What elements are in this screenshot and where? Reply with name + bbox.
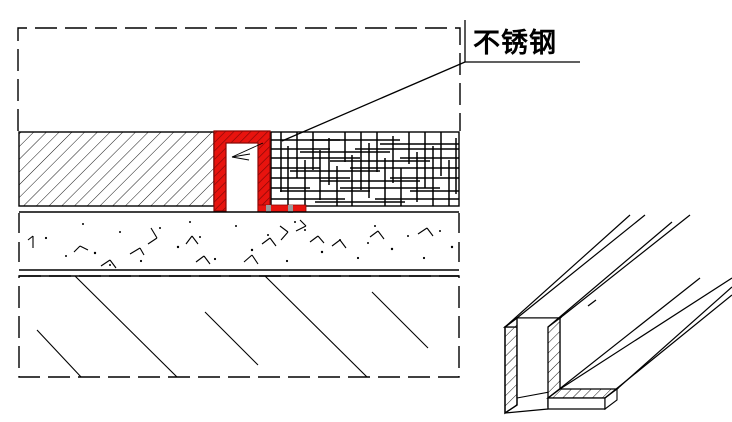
stainless-steel-callout-label: 不锈钢 — [473, 28, 557, 59]
left-board-layer — [18, 131, 215, 207]
channel-base-plate — [257, 204, 307, 213]
substrate-diagonals — [36, 276, 429, 377]
concrete-chevrons — [27, 219, 434, 269]
concrete-aggregate-dots — [44, 221, 454, 266]
isometric-detail-view — [503, 214, 732, 415]
concrete-layer — [18, 211, 460, 271]
substrate-layer-dashed — [18, 275, 460, 378]
callout-leader-line — [281, 20, 580, 142]
upper-void-dashed-region — [17, 27, 461, 131]
extrusion-lines — [504, 214, 732, 399]
channel-detail-arrow — [231, 142, 264, 161]
right-timber-layer — [270, 131, 460, 207]
